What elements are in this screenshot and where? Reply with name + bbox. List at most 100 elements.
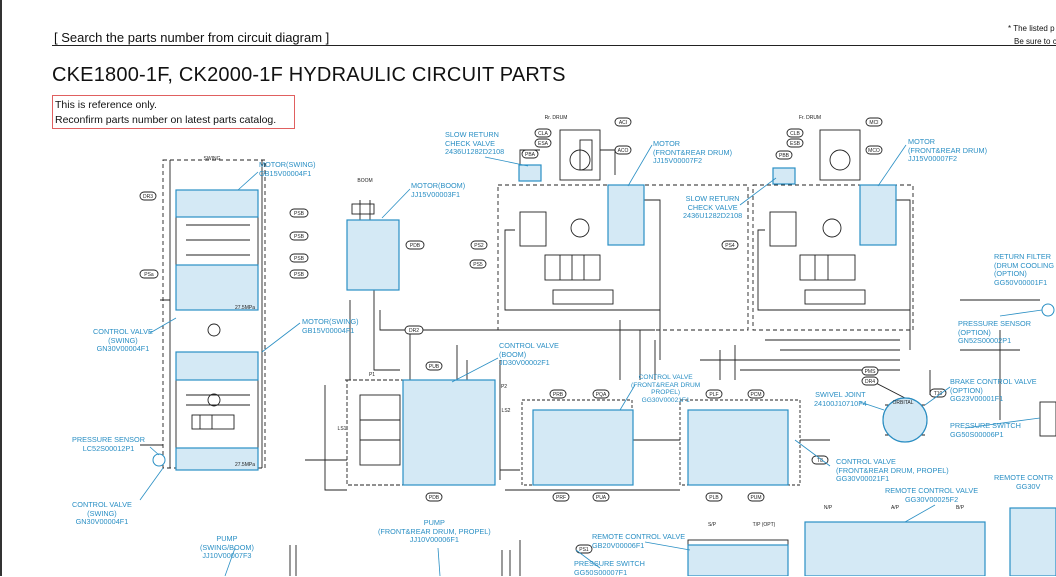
callout-part-number: GN30V00004F1 (75, 517, 129, 527)
callout-line: CONTROL VALVE (836, 457, 896, 466)
port-tag: DR3 (143, 194, 153, 200)
callout-part-number: GG50S00007F1 (574, 567, 628, 577)
port-tag: ACI (619, 120, 627, 126)
callout-line: REMOTE CONTR (994, 473, 1054, 482)
callout-slow-return-check-valve-front: SLOW RETURN CHECK VALVE 2436U1282D2108 (683, 194, 743, 221)
callout-control-valve-swing-upper: CONTROL VALVE (SWING) GN30V00004F1 (93, 327, 153, 354)
callout-line: CONTROL VALVE (638, 374, 693, 381)
parts-notice: * The listed p Be sure to c (1008, 22, 1056, 48)
callout-line: CONTROL VALVE (93, 327, 153, 336)
port-tag: PDB (410, 243, 421, 249)
port-tag: PS4 (725, 243, 735, 249)
port-tag: PSB (294, 211, 305, 217)
callout-line: CHECK VALVE (445, 138, 496, 148)
reference-note-box: This is reference only. Reconfirm parts … (52, 95, 295, 129)
callout-line: REMOTE CONTROL VALVE (592, 532, 686, 541)
callout-remote-control-valve-left: REMOTE CONTROL VALVE GB20V00006F1 (592, 532, 686, 550)
diagram-label: A/P (891, 505, 900, 511)
callout-control-valve-drum-propel-lower: CONTROL VALVE (FRONT&REAR DRUM, PROPEL) … (836, 457, 949, 484)
callout-line: MOTOR(SWING) (302, 317, 359, 326)
port-tag: PCM (750, 392, 761, 398)
callout-line: PRESSURE SENSOR (72, 435, 145, 444)
callout-control-valve-swing-lower: CONTROL VALVE (SWING) GN30V00004F1 (72, 500, 132, 527)
port-tag: ACO (618, 148, 629, 154)
diagram-label: 27.5MPa (235, 462, 255, 468)
callout-part-number: 24100J10710F4 (814, 398, 867, 408)
search-heading: [ Search the parts number from circuit d… (54, 30, 330, 45)
callout-brake-control-valve: BRAKE CONTROL VALVE (OPTION) GG23V00001F… (950, 377, 1037, 404)
page-title: CKE1800-1F, CK2000-1F HYDRAULIC CIRCUIT … (52, 64, 566, 86)
port-tag: PSB (294, 256, 305, 262)
diagram-label: SWING (204, 156, 221, 162)
callout-line: (BOOM) (499, 349, 527, 359)
callout-line: PRESSURE SWITCH (950, 421, 1021, 430)
callout-part-number: GG50S00006P1 (950, 429, 1004, 439)
diagram-label: B/P (956, 505, 965, 511)
parts-notice-line-1: * The listed p (1008, 24, 1055, 33)
parts-notice-line-2: Be sure to c (1014, 37, 1056, 46)
callout-line: PRESSURE SWITCH (574, 559, 645, 568)
header-rule (52, 45, 1056, 46)
callout-pressure-switch-bottom: PRESSURE SWITCH GG50S00007F1 (574, 559, 645, 577)
callout-line: PROPEL) (651, 389, 681, 397)
diagram-label: P1 (369, 372, 375, 378)
callout-part-number: JD30V00002F1 (499, 358, 550, 368)
callout-line: PRESSURE SENSOR (958, 319, 1031, 328)
port-tag: MCO (868, 148, 880, 154)
callout-pump-swing-boom: PUMP (SWING/BOOM) JJ10V00007F3 (200, 534, 254, 561)
callout-pump-drum-propel: PUMP (FRONT&REAR DRUM, PROPEL) JJ10V0000… (378, 518, 491, 545)
port-tag: PUA (596, 495, 607, 501)
callout-line: (OPTION) (958, 327, 991, 337)
port-tag: PBB (779, 153, 790, 159)
port-tag: DR4 (865, 379, 875, 385)
callout-slow-return-check-valve-rear: SLOW RETURN CHECK VALVE 2436U1282D2108 (445, 130, 504, 157)
diagram-label: ORBITAL (892, 400, 913, 406)
diagram-label: LS2 (502, 408, 511, 414)
callout-part-number: JJ10V00007F3 (202, 551, 252, 561)
callout-line: BRAKE CONTROL VALVE (950, 377, 1037, 386)
diagram-label: BOOM (357, 178, 372, 184)
port-tag: PSB (294, 272, 305, 278)
callout-part-number: GG23V00001F1 (950, 394, 1004, 404)
port-tag: PS2 (474, 243, 484, 249)
callout-motor-front-drum: MOTOR (FRONT&REAR DRUM) JJ15V00007F2 (908, 137, 988, 164)
callout-line: (OPTION) (994, 269, 1027, 279)
port-tag: PUM (750, 495, 761, 501)
callout-part-number: GG30V (1016, 481, 1041, 491)
callout-part-number: LC52S00012P1 (82, 443, 135, 453)
callout-line: MOTOR (653, 139, 681, 148)
port-tag: PS5 (473, 262, 483, 268)
callout-line: (FRONT&REAR DRUM) (653, 147, 733, 157)
callout-line: (SWING) (108, 335, 138, 345)
callout-remote-control-valve-right: REMOTE CONTR GG30V (994, 473, 1054, 491)
callout-line: (FRONT&REAR DRUM, PROPEL) (378, 526, 491, 536)
callout-line: MOTOR(BOOM) (411, 181, 466, 190)
callout-line: (SWING/BOOM) (200, 542, 254, 552)
callout-motor-rear-drum: MOTOR (FRONT&REAR DRUM) JJ15V00007F2 (653, 139, 733, 166)
callout-swivel-joint: SWIVEL JOINT 24100J10710F4 (814, 390, 867, 408)
callout-part-number: GG30V00021F1 (641, 396, 690, 404)
port-tag: PBA (525, 152, 536, 158)
callout-part-number: JJ10V00006F1 (409, 535, 459, 545)
diagram-label: P2 (501, 384, 507, 390)
diagram-label: N/P (824, 505, 833, 511)
callout-motor-boom: MOTOR(BOOM) JJ15V00003F1 (411, 181, 466, 199)
callout-control-valve-drum-propel-upper: CONTROL VALVE (FRONT&REAR DRUM PROPEL) G… (631, 374, 700, 404)
callout-pressure-sensor-left: PRESSURE SENSOR LC52S00012P1 (72, 435, 145, 453)
port-tag: ESA (538, 141, 549, 147)
callout-part-number: GB15V00004F1 (259, 168, 312, 178)
callout-part-number: GN30V00004F1 (96, 344, 150, 354)
port-tag: PMS (865, 369, 877, 375)
port-tag: T10 (934, 391, 943, 397)
callout-motor-swing-upper: MOTOR(SWING) GB15V00004F1 (259, 160, 316, 178)
callout-line: MOTOR(SWING) (259, 160, 316, 169)
port-tag: DR2 (409, 328, 419, 334)
port-tag: PRB (553, 392, 564, 398)
port-tag: CLB (790, 131, 800, 137)
callout-line: (FRONT&REAR DRUM) (908, 145, 988, 155)
port-tag: MCI (869, 120, 878, 126)
port-tag: ESB (790, 141, 801, 147)
callout-part-number: 2436U1282D2108 (683, 211, 743, 221)
callout-line: PUMP (423, 518, 445, 527)
callout-part-number: GN52S00002P1 (958, 336, 1012, 346)
